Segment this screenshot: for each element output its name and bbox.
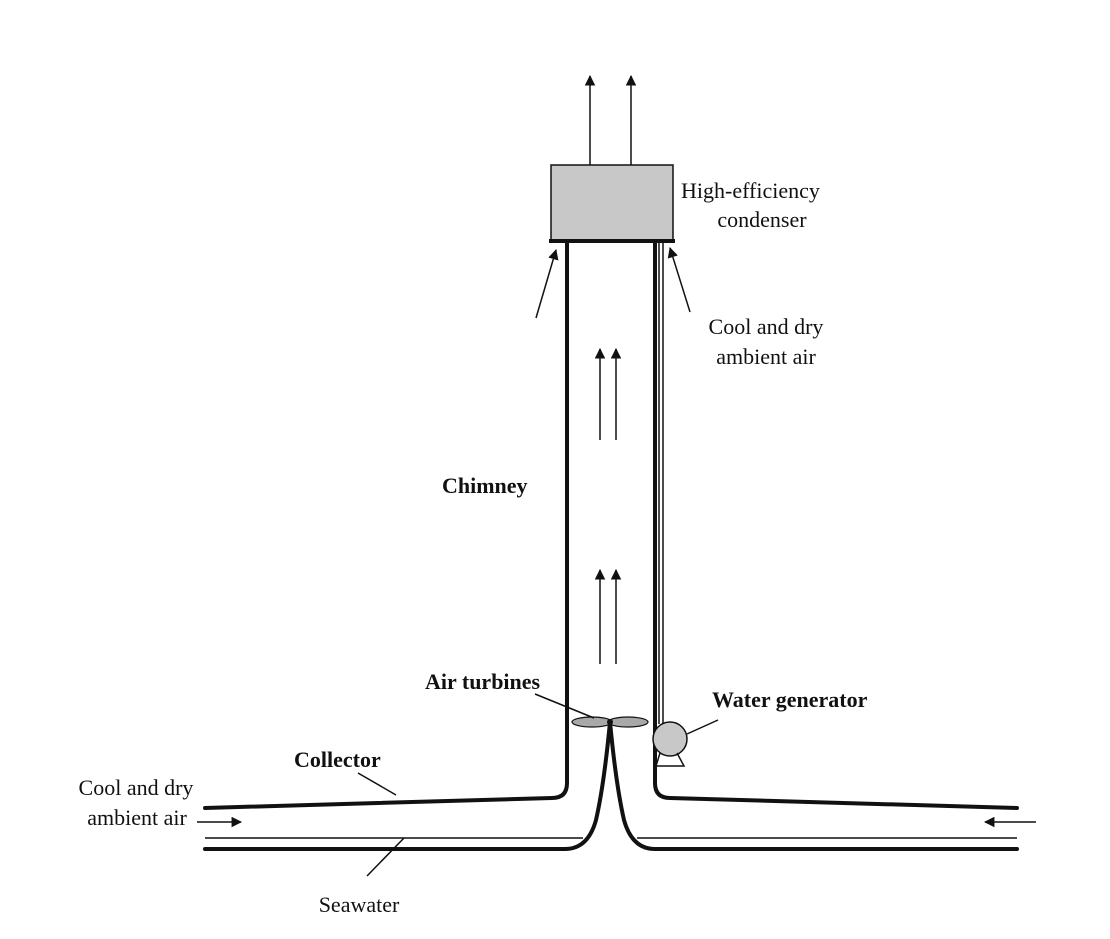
- chimney-right-wall: [653, 239, 1019, 810]
- water-generator-label: Water generator: [712, 687, 868, 712]
- ambient-air-arrow-right: [667, 246, 691, 313]
- condenser-box: [550, 164, 674, 242]
- turbine-blade-right: [607, 716, 649, 728]
- air-turbines-label: Air turbines: [425, 669, 541, 694]
- central-divider: [203, 720, 1019, 851]
- chimney-left-wall: [203, 239, 569, 810]
- water-generator-stand: [654, 752, 686, 767]
- turbine-blade-left: [571, 716, 613, 728]
- air-turbines-leader: [534, 693, 595, 719]
- seawater-leader: [366, 837, 405, 877]
- ambient-air-label-left-line2: ambient air: [87, 805, 187, 830]
- collector-label: Collector: [294, 747, 381, 772]
- ambient-air-label-top-line2: ambient air: [716, 344, 816, 369]
- seawater-label: Seawater: [319, 892, 400, 917]
- ambient-air-label-top-line1: Cool and dry: [709, 314, 824, 339]
- chimney-label: Chimney: [442, 473, 528, 498]
- condenser-label-line1: High-efficiency: [681, 178, 820, 203]
- collector-leader: [357, 772, 397, 796]
- ambient-air-arrow-left: [535, 248, 559, 319]
- ambient-air-label-left-line1: Cool and dry: [79, 775, 194, 800]
- water-generator-leader: [686, 719, 719, 735]
- water-generator: [652, 721, 688, 757]
- condenser-label-line2: condenser: [717, 207, 807, 232]
